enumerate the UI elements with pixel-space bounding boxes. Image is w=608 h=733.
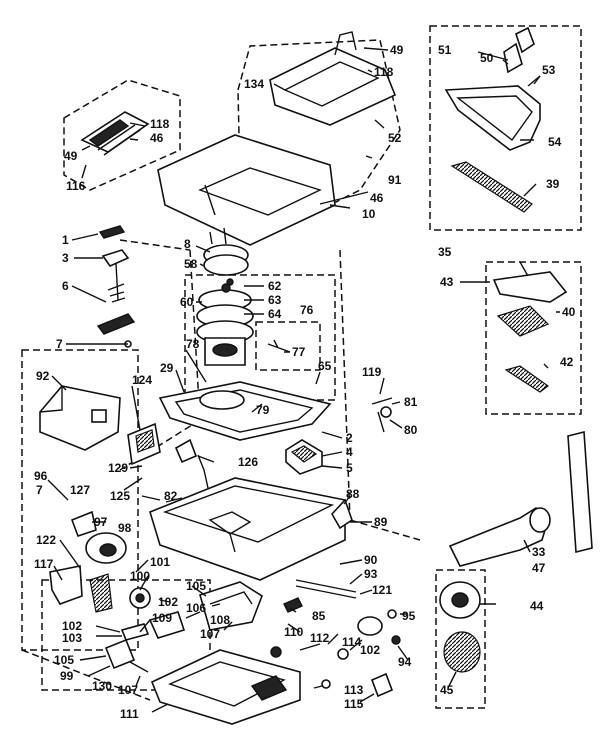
label-64: 64 xyxy=(268,307,282,321)
label-82: 82 xyxy=(164,489,178,503)
label-85: 85 xyxy=(312,609,326,623)
label-96: 96 xyxy=(34,469,48,483)
label-107: 107 xyxy=(200,627,220,641)
label-100: 100 xyxy=(130,569,150,583)
label-112: 112 xyxy=(310,631,330,645)
leader-lines xyxy=(47,47,560,713)
label-29: 29 xyxy=(160,361,174,375)
label-130: 130 xyxy=(92,679,112,693)
label-43: 43 xyxy=(440,275,454,289)
label-102: 102 xyxy=(158,595,178,609)
label-110: 110 xyxy=(284,625,304,639)
label-62: 62 xyxy=(268,279,282,293)
label-106: 106 xyxy=(186,601,206,615)
label-52: 52 xyxy=(388,131,402,145)
label-79: 79 xyxy=(256,403,270,417)
label-116: 116 xyxy=(66,179,86,193)
label-119: 119 xyxy=(362,365,382,379)
label-105: 105 xyxy=(54,653,74,667)
label-81: 81 xyxy=(404,395,418,409)
label-8: 8 xyxy=(184,237,191,251)
label-108: 108 xyxy=(210,613,230,627)
label-109: 109 xyxy=(152,611,172,625)
label-49: 49 xyxy=(64,149,78,163)
label-10: 10 xyxy=(362,207,376,221)
label-99: 99 xyxy=(60,669,74,683)
label-50: 50 xyxy=(480,51,494,65)
assembly-boxes xyxy=(21,25,582,709)
label-107: 107 xyxy=(118,683,138,697)
label-113: 113 xyxy=(344,683,364,697)
label-95: 95 xyxy=(402,609,416,623)
label-45: 45 xyxy=(440,683,454,697)
label-134: 134 xyxy=(244,77,264,91)
label-5: 5 xyxy=(346,461,353,475)
label-101: 101 xyxy=(150,555,170,569)
label-7: 7 xyxy=(56,337,63,351)
label-51: 51 xyxy=(438,43,452,57)
label-122: 122 xyxy=(36,533,56,547)
label-80: 80 xyxy=(404,423,418,437)
label-1: 1 xyxy=(62,233,69,247)
label-65: 65 xyxy=(318,359,332,373)
label-97: 97 xyxy=(94,515,108,529)
label-46: 46 xyxy=(150,131,164,145)
label-92: 92 xyxy=(36,369,50,383)
label-90: 90 xyxy=(364,553,378,567)
label-93: 93 xyxy=(364,567,378,581)
label-102: 102 xyxy=(360,643,380,657)
callout-labels: 49 118 134 52 91 46 10 118 46 49 116 51 … xyxy=(34,43,576,721)
label-114: 114 xyxy=(342,635,362,649)
label-35: 35 xyxy=(438,245,452,259)
label-98: 98 xyxy=(118,521,132,535)
label-42: 42 xyxy=(560,355,574,369)
label-88: 88 xyxy=(346,487,360,501)
label-39: 39 xyxy=(546,177,560,191)
label-3: 3 xyxy=(62,251,69,265)
label-102: 102 xyxy=(62,619,82,633)
label-49: 49 xyxy=(390,43,404,57)
label-89: 89 xyxy=(374,515,388,529)
label-117: 117 xyxy=(34,557,54,571)
label-46: 46 xyxy=(370,191,384,205)
label-94: 94 xyxy=(398,655,412,669)
label-2: 2 xyxy=(346,431,353,445)
label-91: 91 xyxy=(388,173,402,187)
label-40: 40 xyxy=(562,305,576,319)
label-105: 105 xyxy=(186,579,206,593)
label-118: 118 xyxy=(374,65,394,79)
label-121: 121 xyxy=(372,583,392,597)
label-118: 118 xyxy=(150,117,170,131)
label-111: 111 xyxy=(120,707,139,721)
parts xyxy=(39,26,593,725)
label-103: 103 xyxy=(62,631,82,645)
label-7: 7 xyxy=(36,483,43,497)
label-77: 77 xyxy=(292,345,306,359)
label-33: 33 xyxy=(532,545,546,559)
label-127: 127 xyxy=(70,483,90,497)
label-115: 115 xyxy=(344,697,364,711)
label-78: 78 xyxy=(186,337,200,351)
label-53: 53 xyxy=(542,63,556,77)
label-6: 6 xyxy=(62,279,69,293)
label-124: 124 xyxy=(132,373,152,387)
label-47: 47 xyxy=(532,561,546,575)
label-126: 126 xyxy=(238,455,258,469)
label-125: 125 xyxy=(110,489,130,503)
label-44: 44 xyxy=(530,599,544,613)
label-63: 63 xyxy=(268,293,282,307)
label-58: 58 xyxy=(184,257,198,271)
label-54: 54 xyxy=(548,135,562,149)
label-76: 76 xyxy=(300,303,314,317)
label-4: 4 xyxy=(346,445,353,459)
label-129: 129 xyxy=(108,461,128,475)
label-60: 60 xyxy=(180,295,194,309)
